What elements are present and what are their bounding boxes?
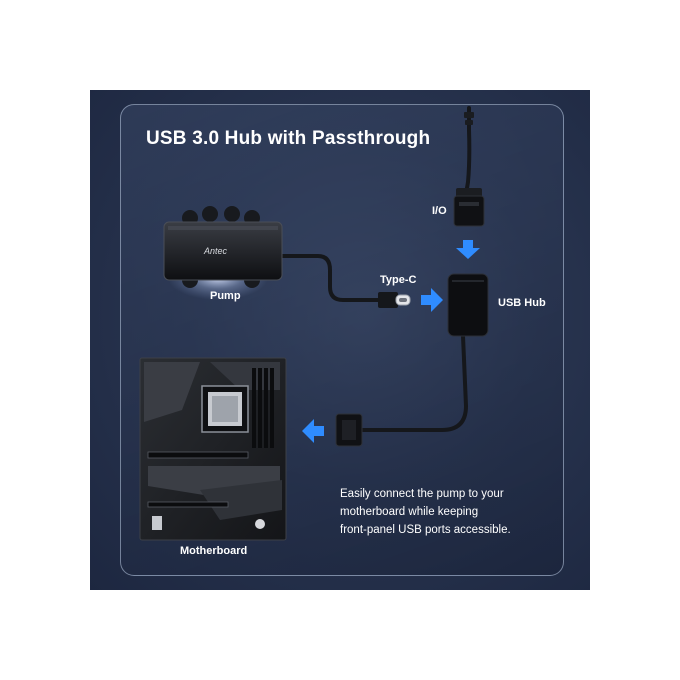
type-c-label: Type-C xyxy=(380,274,417,286)
hub-cable xyxy=(360,334,469,432)
description-line: motherboard while keeping xyxy=(340,506,479,518)
left-arrow-icon xyxy=(302,419,324,443)
motherboard-label: Motherboard xyxy=(180,545,248,557)
usb-hub-device xyxy=(447,273,489,337)
io-label: I/O xyxy=(432,205,447,217)
pump-device xyxy=(163,206,283,300)
description-text: Easily connect the pump to your motherbo… xyxy=(340,485,540,539)
pump-label: Pump xyxy=(210,290,241,302)
io-connector xyxy=(453,188,485,227)
pump-brand-logo: Antec xyxy=(204,246,228,256)
cables xyxy=(280,106,472,432)
io-cable xyxy=(465,106,472,190)
down-arrow-icon xyxy=(456,240,480,259)
cable-beads xyxy=(464,112,474,125)
diagram-title: USB 3.0 Hub with Passthrough xyxy=(146,128,431,149)
diagram-stage: USB 3.0 Hub with Passthrough I/O Type-C … xyxy=(90,90,590,590)
connection-diagram xyxy=(139,106,489,541)
motherboard-header-connector xyxy=(335,413,363,447)
description-line: front-panel USB ports accessible. xyxy=(340,524,511,536)
type-c-plug xyxy=(378,292,411,308)
motherboard-device xyxy=(139,357,287,541)
right-arrow-icon xyxy=(421,288,443,312)
usb-hub-label: USB Hub xyxy=(498,297,546,309)
pump-cable xyxy=(280,254,380,302)
description-line: Easily connect the pump to your xyxy=(340,488,504,500)
